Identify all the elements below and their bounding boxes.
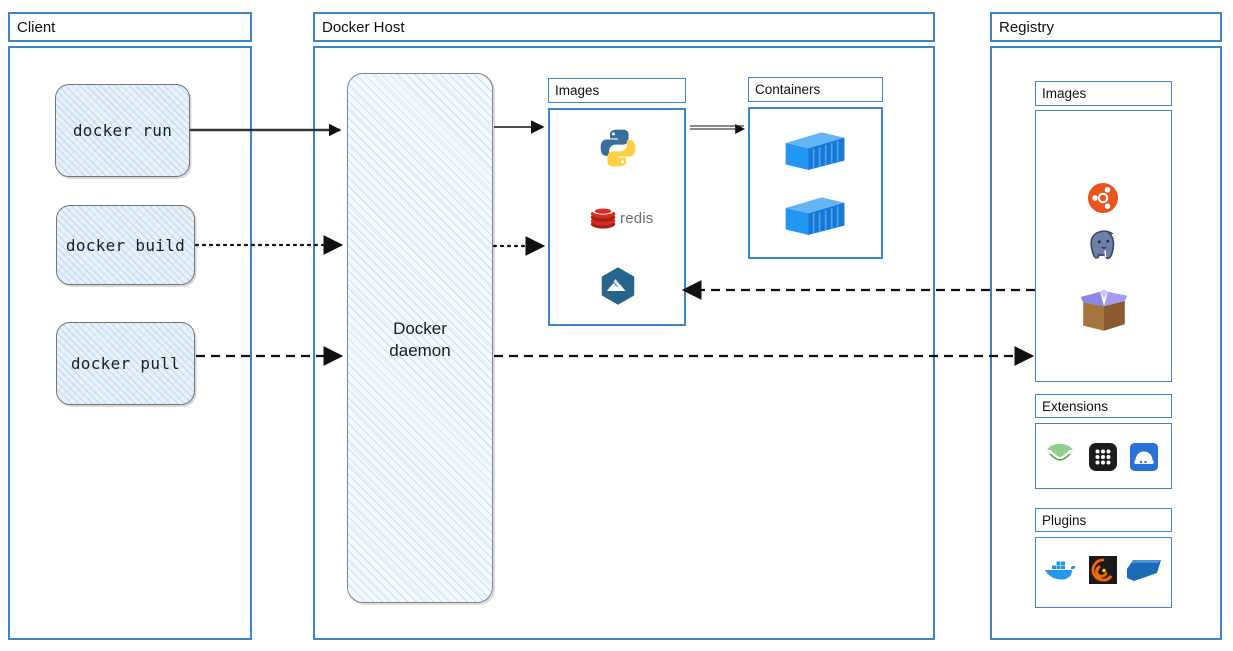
panel-title-registry-label: Registry [999, 18, 1055, 36]
panel-title-docker-host: Docker Host [313, 12, 935, 42]
panel-title-registry: Registry [990, 12, 1222, 42]
jfrog-icon [1044, 443, 1076, 471]
subsection-title-extensions: Extensions [1035, 394, 1172, 418]
command-box-docker-pull[interactable]: docker pull [56, 322, 195, 405]
connector-images-to-containers [690, 124, 746, 134]
docker-daemon-label-line2: daemon [389, 340, 451, 360]
package-box-icon [1078, 286, 1130, 334]
grafana-icon [1089, 556, 1117, 584]
redis-icon-row: redis [590, 206, 654, 230]
subsection-title-plugins: Plugins [1035, 508, 1172, 532]
container-icon [783, 193, 847, 238]
alpine-icon [598, 266, 638, 306]
app-grid-icon [1089, 443, 1117, 471]
redis-label: redis [620, 209, 654, 227]
subsection-title-containers-label: Containers [755, 82, 821, 97]
postgresql-icon [1086, 228, 1120, 262]
command-label-docker-pull: docker pull [70, 354, 181, 373]
subsection-title-containers: Containers [748, 77, 883, 102]
ubuntu-icon [1087, 182, 1119, 214]
command-box-docker-run[interactable]: docker run [55, 84, 190, 177]
docker-daemon-label: Docker daemon [347, 318, 493, 362]
panel-title-client: Client [8, 12, 252, 42]
subsection-title-plugins-label: Plugins [1042, 512, 1087, 528]
panel-title-docker-host-label: Docker Host [322, 18, 405, 36]
subsection-title-host-images: Images [548, 78, 686, 103]
subsection-body-containers [748, 107, 883, 259]
docker-daemon-box[interactable] [347, 73, 493, 603]
vmware-icon [1126, 556, 1164, 584]
docker-daemon-label-line1: Docker [393, 319, 447, 338]
dome-badge-icon [1130, 443, 1158, 471]
subsection-title-registry-images-label: Images [1042, 86, 1087, 101]
command-label-docker-build: docker build [65, 235, 186, 255]
panel-title-client-label: Client [17, 18, 56, 36]
container-icon [783, 128, 847, 173]
subsection-title-registry-images: Images [1035, 81, 1172, 106]
docker-whale-icon [1043, 557, 1077, 583]
subsection-title-extensions-label: Extensions [1042, 398, 1109, 414]
command-label-docker-run: docker run [72, 121, 173, 140]
redis-icon [590, 206, 616, 230]
command-box-docker-build[interactable]: docker build [56, 205, 195, 285]
subsection-title-host-images-label: Images [555, 83, 600, 98]
python-icon [597, 127, 639, 169]
